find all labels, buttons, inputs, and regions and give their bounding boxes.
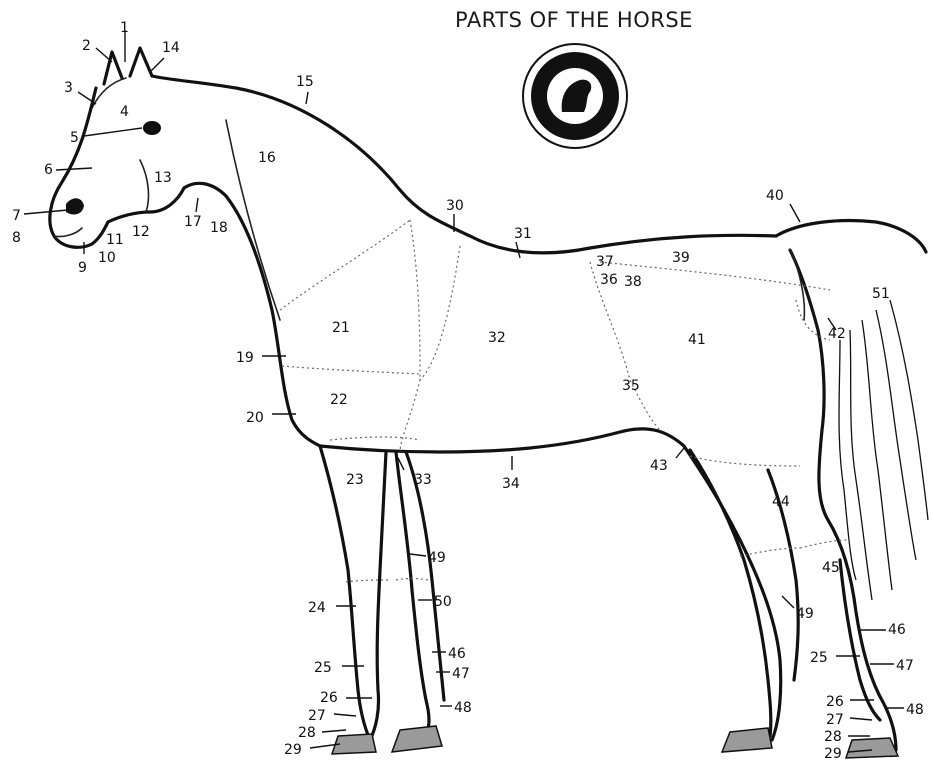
label-17: 17 [184,214,202,230]
label-42: 42 [828,326,846,342]
horse-outline [50,48,926,750]
label-46-hind: 46 [888,622,906,638]
label-6: 6 [44,162,53,178]
label-46-fore: 46 [448,646,466,662]
label-35: 35 [622,378,640,394]
label-40: 40 [766,188,784,204]
label-30: 30 [446,198,464,214]
label-23: 23 [346,472,364,488]
horse-head-seal-icon [523,44,627,148]
label-38: 38 [624,274,642,290]
region-dividers [280,220,848,582]
label-21: 21 [332,320,350,336]
label-47-fore: 47 [452,666,470,682]
label-44: 44 [772,494,790,510]
label-18: 18 [210,220,228,236]
leader-lines [24,30,904,752]
label-20: 20 [246,410,264,426]
label-49-hind: 49 [796,606,814,622]
label-51: 51 [872,286,890,302]
label-41: 41 [688,332,706,348]
label-3: 3 [64,80,73,96]
label-28-fore: 28 [298,725,316,741]
label-47-hind: 47 [896,658,914,674]
label-22: 22 [330,392,348,408]
tail [839,300,928,600]
label-45: 45 [822,560,840,576]
label-19: 19 [236,350,254,366]
label-27-fore: 27 [308,708,326,724]
label-37: 37 [596,254,614,270]
label-31: 31 [514,226,532,242]
label-29-hind: 29 [824,746,842,762]
label-48-fore: 48 [454,700,472,716]
label-16: 16 [258,150,276,166]
label-25-fore: 25 [314,660,332,676]
label-28-hind: 28 [824,729,842,745]
label-50: 50 [434,594,452,610]
label-25-hind: 25 [810,650,828,666]
label-24: 24 [308,600,326,616]
label-7: 7 [12,208,21,224]
label-12: 12 [132,224,150,240]
label-8: 8 [12,230,21,246]
label-27-hind: 27 [826,712,844,728]
hooves [332,726,898,758]
label-26-fore: 26 [320,690,338,706]
label-4: 4 [120,104,129,120]
label-11: 11 [106,232,124,248]
label-36: 36 [600,272,618,288]
label-14: 14 [162,40,180,56]
label-10: 10 [98,250,116,266]
label-43: 43 [650,458,668,474]
label-2: 2 [82,38,91,54]
label-33: 33 [414,472,432,488]
label-29-fore: 29 [284,742,302,758]
label-9: 9 [78,260,87,276]
label-26-hind: 26 [826,694,844,710]
label-39: 39 [672,250,690,266]
label-49-fore: 49 [428,550,446,566]
label-1: 1 [120,20,129,36]
label-13: 13 [154,170,172,186]
label-48-hind: 48 [906,702,924,718]
label-5: 5 [70,130,79,146]
label-15: 15 [296,74,314,90]
label-34: 34 [502,476,520,492]
label-32: 32 [488,330,506,346]
